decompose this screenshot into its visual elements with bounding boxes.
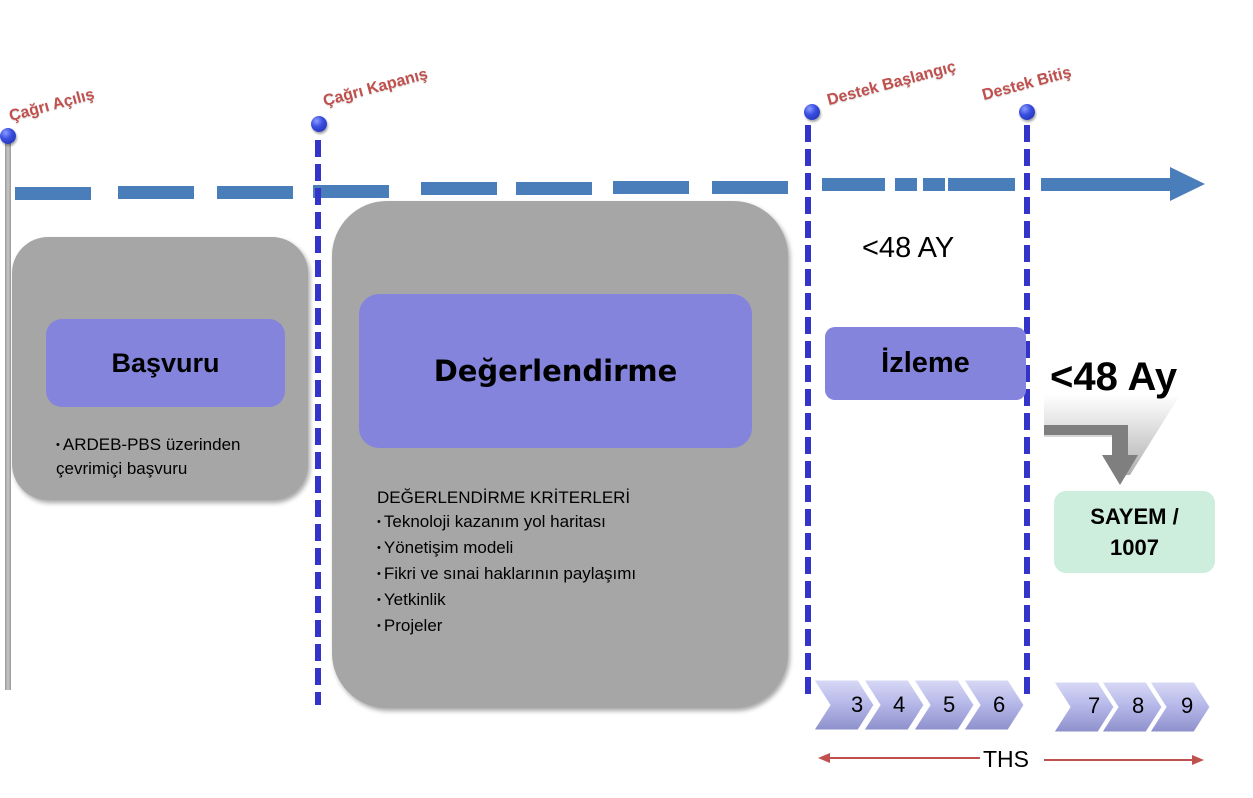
program-name: SAYEM / 1007 <box>1090 504 1179 560</box>
application-bullets: ARDEB-PBS üzerinden çevrimiçi başvuru <box>56 434 296 480</box>
evaluation-criteria: DEĞERLENDİRME KRİTERLERİ Teknoloji kazan… <box>377 486 777 640</box>
trl-level: 5 <box>943 692 956 717</box>
followup-duration: <48 Ay <box>1050 355 1178 399</box>
timeline-dash <box>613 181 689 194</box>
criteria-item: Teknoloji kazanım yol haritası <box>377 510 777 536</box>
trl-chevron <box>1101 681 1163 733</box>
timeline-dash <box>313 185 389 198</box>
timeline-dash <box>421 182 497 195</box>
timeline-dash <box>822 178 885 191</box>
application-title-box: Başvuru <box>46 319 285 407</box>
monitoring-title-box: İzleme <box>825 327 1026 400</box>
monitoring-duration: <48 AY <box>862 232 955 264</box>
evaluation-criteria-heading: DEĞERLENDİRME KRİTERLERİ <box>377 488 631 507</box>
criteria-item: Yetkinlik <box>377 588 777 614</box>
arrow-right-icon <box>1192 755 1204 765</box>
monitoring-title: İzleme <box>881 347 970 379</box>
bent-arrow-icon <box>1044 395 1180 485</box>
trl-level: 7 <box>1088 693 1101 718</box>
trl-chevron <box>913 679 975 731</box>
trl-level: 9 <box>1181 693 1194 718</box>
application-title: Başvuru <box>111 347 220 378</box>
milestone-line-call-close <box>315 140 321 705</box>
trl-level: 3 <box>851 692 864 717</box>
milestone-line-support-start <box>805 125 811 700</box>
milestone-pin-icon <box>311 116 327 132</box>
trl-chevron <box>813 679 875 731</box>
arrow-left-icon <box>818 753 830 763</box>
timeline-dash <box>948 178 1015 191</box>
application-bullet: ARDEB-PBS üzerinden çevrimiçi başvuru <box>56 434 296 480</box>
trl-level: 8 <box>1132 693 1145 718</box>
milestone-pin-icon <box>1019 104 1035 120</box>
trl-level: 4 <box>893 692 906 717</box>
milestone-line-support-end <box>1024 125 1030 700</box>
criteria-item: Fikri ve sınai haklarının paylaşımı <box>377 562 777 588</box>
criteria-item: Yönetişim modeli <box>377 536 777 562</box>
criteria-item: Projeler <box>377 614 777 640</box>
arrow-head-icon <box>1170 167 1205 201</box>
ths-label: THS <box>983 746 1029 772</box>
trl-chevron <box>1149 681 1211 733</box>
milestone-line-call-open <box>5 140 11 690</box>
trl-level: 6 <box>993 692 1006 717</box>
timeline-dash <box>217 186 293 199</box>
timeline-dash <box>923 178 945 191</box>
timeline-dash <box>516 182 592 195</box>
trl-chevron <box>963 679 1025 731</box>
trl-chevron <box>863 679 925 731</box>
timeline-dash <box>1041 178 1171 191</box>
timeline-dash <box>712 181 788 194</box>
program-box: SAYEM / 1007 <box>1054 491 1215 573</box>
evaluation-title: Değerlendirme <box>433 354 678 388</box>
timeline-dash <box>895 178 917 191</box>
milestone-pin-icon <box>804 104 820 120</box>
timeline-dash <box>15 187 91 200</box>
evaluation-title-box: Değerlendirme <box>359 294 752 448</box>
timeline-dash <box>118 186 194 199</box>
milestone-pin-icon <box>0 128 16 144</box>
trl-chevron <box>1053 681 1115 733</box>
